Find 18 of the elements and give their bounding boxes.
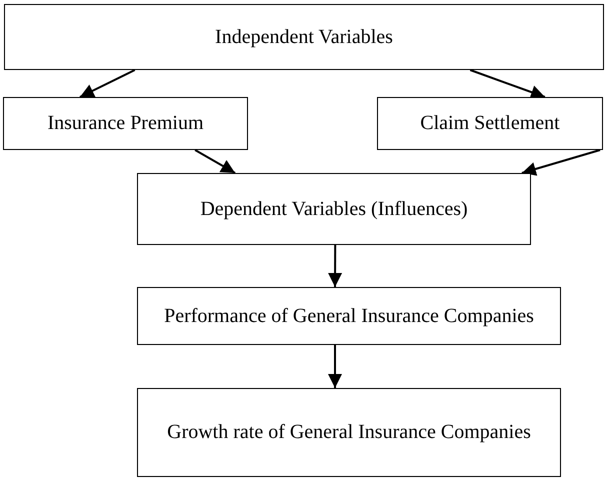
process-box [137, 173, 531, 245]
box-label: Performance of General Insurance Companies [164, 304, 534, 328]
arrow [328, 245, 342, 287]
arrow [328, 345, 342, 388]
arrow [470, 69, 546, 99]
arrow [194, 149, 236, 174]
arrow [79, 69, 136, 98]
arrow [522, 149, 600, 176]
box-label: Insurance Premium [47, 112, 204, 135]
process-box [4, 4, 604, 70]
box-label: Growth rate of General Insurance Companies [167, 421, 531, 444]
process-box [3, 97, 248, 150]
box-label: Independent Variables [215, 26, 393, 48]
process-box [137, 287, 561, 345]
box-label: Claim Settlement [420, 112, 560, 135]
process-box [137, 388, 561, 477]
process-box [377, 97, 603, 150]
box-label: Dependent Variables (Influences) [200, 198, 468, 220]
